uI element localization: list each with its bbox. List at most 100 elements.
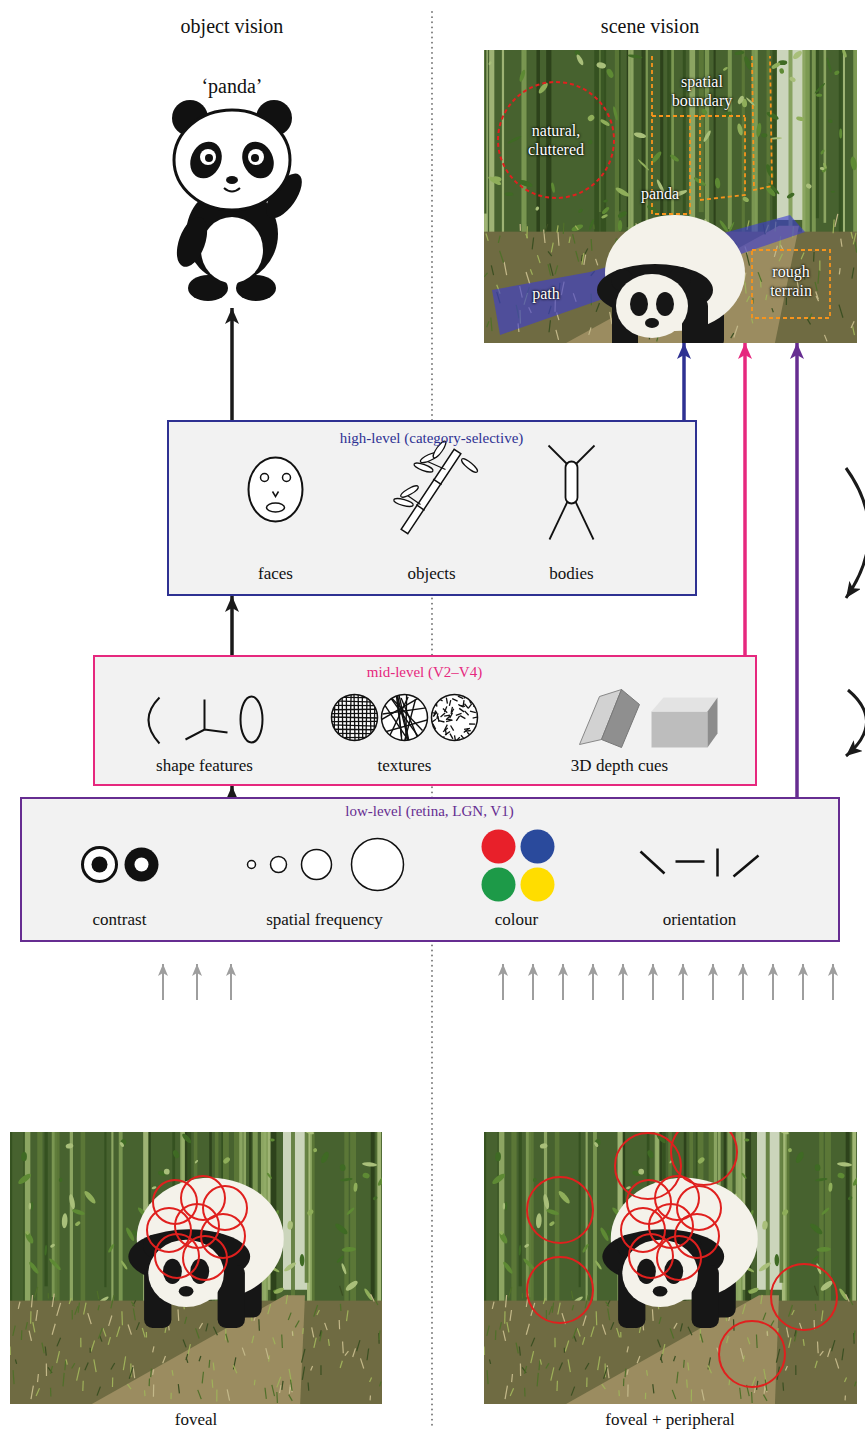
grass-blade [112, 1377, 113, 1386]
illustration [484, 1132, 857, 1432]
grass-blade [776, 1349, 779, 1363]
bamboo-leaf [83, 1190, 97, 1205]
grass-blade [505, 1386, 507, 1399]
frequency-circle [352, 839, 404, 891]
peripheral-circle [719, 1321, 785, 1387]
bamboo-leaf [353, 1183, 358, 1192]
grass-blade [13, 1326, 15, 1336]
bamboo-leaf [31, 1202, 33, 1211]
bamboo-leaf [181, 1132, 193, 1144]
grass-blade [548, 264, 551, 275]
bamboo-stalk [344, 1132, 348, 1305]
grass-blade [52, 1294, 54, 1307]
light-gap [283, 1132, 309, 1290]
grass-blade [584, 255, 586, 265]
grass-blade [576, 251, 579, 262]
node-text: shape features [156, 756, 253, 776]
texture-patch [330, 693, 379, 741]
grass-blade [820, 1351, 824, 1355]
grass-blade [226, 1334, 228, 1343]
texture-line [331, 721, 379, 723]
grass-blade [589, 328, 591, 335]
grass-blade [752, 318, 753, 323]
grass-blade [484, 1346, 485, 1355]
grass-blade [782, 1383, 784, 1391]
grass-blade [142, 1328, 145, 1337]
grass-blade [98, 1328, 102, 1339]
flow-arrow [795, 343, 799, 797]
grass-blade [486, 1370, 488, 1384]
panda-eye-patch [236, 136, 279, 183]
grass-blade [90, 1348, 91, 1353]
bamboo-leaf [587, 114, 596, 123]
grass-blade [792, 1310, 795, 1315]
frequency-circle [248, 861, 256, 869]
grass-blade [153, 1369, 154, 1374]
texture-line [399, 700, 415, 762]
bamboo-leaf [744, 1138, 749, 1141]
node-text: bodies [549, 564, 593, 584]
grass-blade [815, 282, 817, 291]
fixation-circle [657, 1236, 701, 1280]
bamboo-leaf [498, 1231, 509, 1245]
frequency-circle [302, 850, 332, 880]
grass-blade [772, 308, 773, 312]
input-arrow [742, 964, 744, 1000]
bamboo-stalk [519, 1132, 522, 1286]
ellipse-feature [241, 697, 263, 743]
grass-blade [291, 1380, 293, 1391]
grass-blade [596, 303, 599, 312]
bamboo-leaf [340, 1177, 353, 1182]
grass-blade [559, 1363, 562, 1371]
bamboo-leaf [28, 1261, 40, 1275]
grass-blade [345, 1351, 349, 1355]
grass-blade [504, 262, 506, 275]
grass-blade [767, 1331, 769, 1336]
grass-blade [109, 1316, 112, 1326]
grass-blade [37, 1374, 39, 1382]
boundary-outline [700, 116, 745, 200]
grass-blade [853, 233, 856, 245]
grass-blade [133, 1309, 135, 1321]
bamboo-leaf [594, 1260, 602, 1270]
grass-blade [227, 1389, 229, 1400]
bamboo-leaf [372, 1196, 378, 1201]
bamboo-leaf [779, 1132, 789, 1135]
illustration [10, 1132, 382, 1432]
input-arrow [802, 964, 804, 1000]
grass-blade [688, 1327, 692, 1335]
grass-blade [206, 1323, 208, 1331]
grass-blade [565, 1341, 569, 1352]
grass-blade [577, 1328, 580, 1336]
bamboo-leaf [794, 1151, 805, 1165]
grass-blade [763, 1395, 767, 1401]
grass-blade [593, 225, 595, 230]
grass-blade [183, 1339, 186, 1347]
bamboo-leaf [745, 97, 755, 107]
grass-blade [645, 1393, 646, 1399]
grass-blade [111, 1363, 115, 1370]
grass-blade [680, 1323, 682, 1331]
node-text: panda [641, 184, 679, 203]
illustration-group [149, 673, 718, 761]
grass-blade [233, 1365, 237, 1373]
grass-blade [10, 1346, 11, 1355]
panda-nose [653, 1286, 668, 1297]
grass-blade [761, 1295, 762, 1304]
panda-eye [248, 149, 264, 165]
bamboo-leaf [809, 1222, 824, 1236]
bamboo-leaf [172, 1149, 180, 1159]
node-text: orientation [663, 910, 737, 930]
texture-patch [428, 691, 481, 743]
grass-blade [519, 1346, 520, 1355]
bamboo-stalk [852, 1132, 856, 1306]
grass-blade [340, 1286, 343, 1296]
bamboo-leaf [762, 1221, 768, 1230]
feedback-arrow [846, 468, 865, 598]
input-arrow [562, 964, 564, 1000]
texture-outline [332, 695, 378, 741]
bamboo-leaf [194, 1159, 198, 1164]
texture-dash [469, 723, 475, 724]
level-heading: low-level (retina, LGN, V1) [345, 802, 513, 820]
bamboo-leaf [638, 1169, 644, 1175]
